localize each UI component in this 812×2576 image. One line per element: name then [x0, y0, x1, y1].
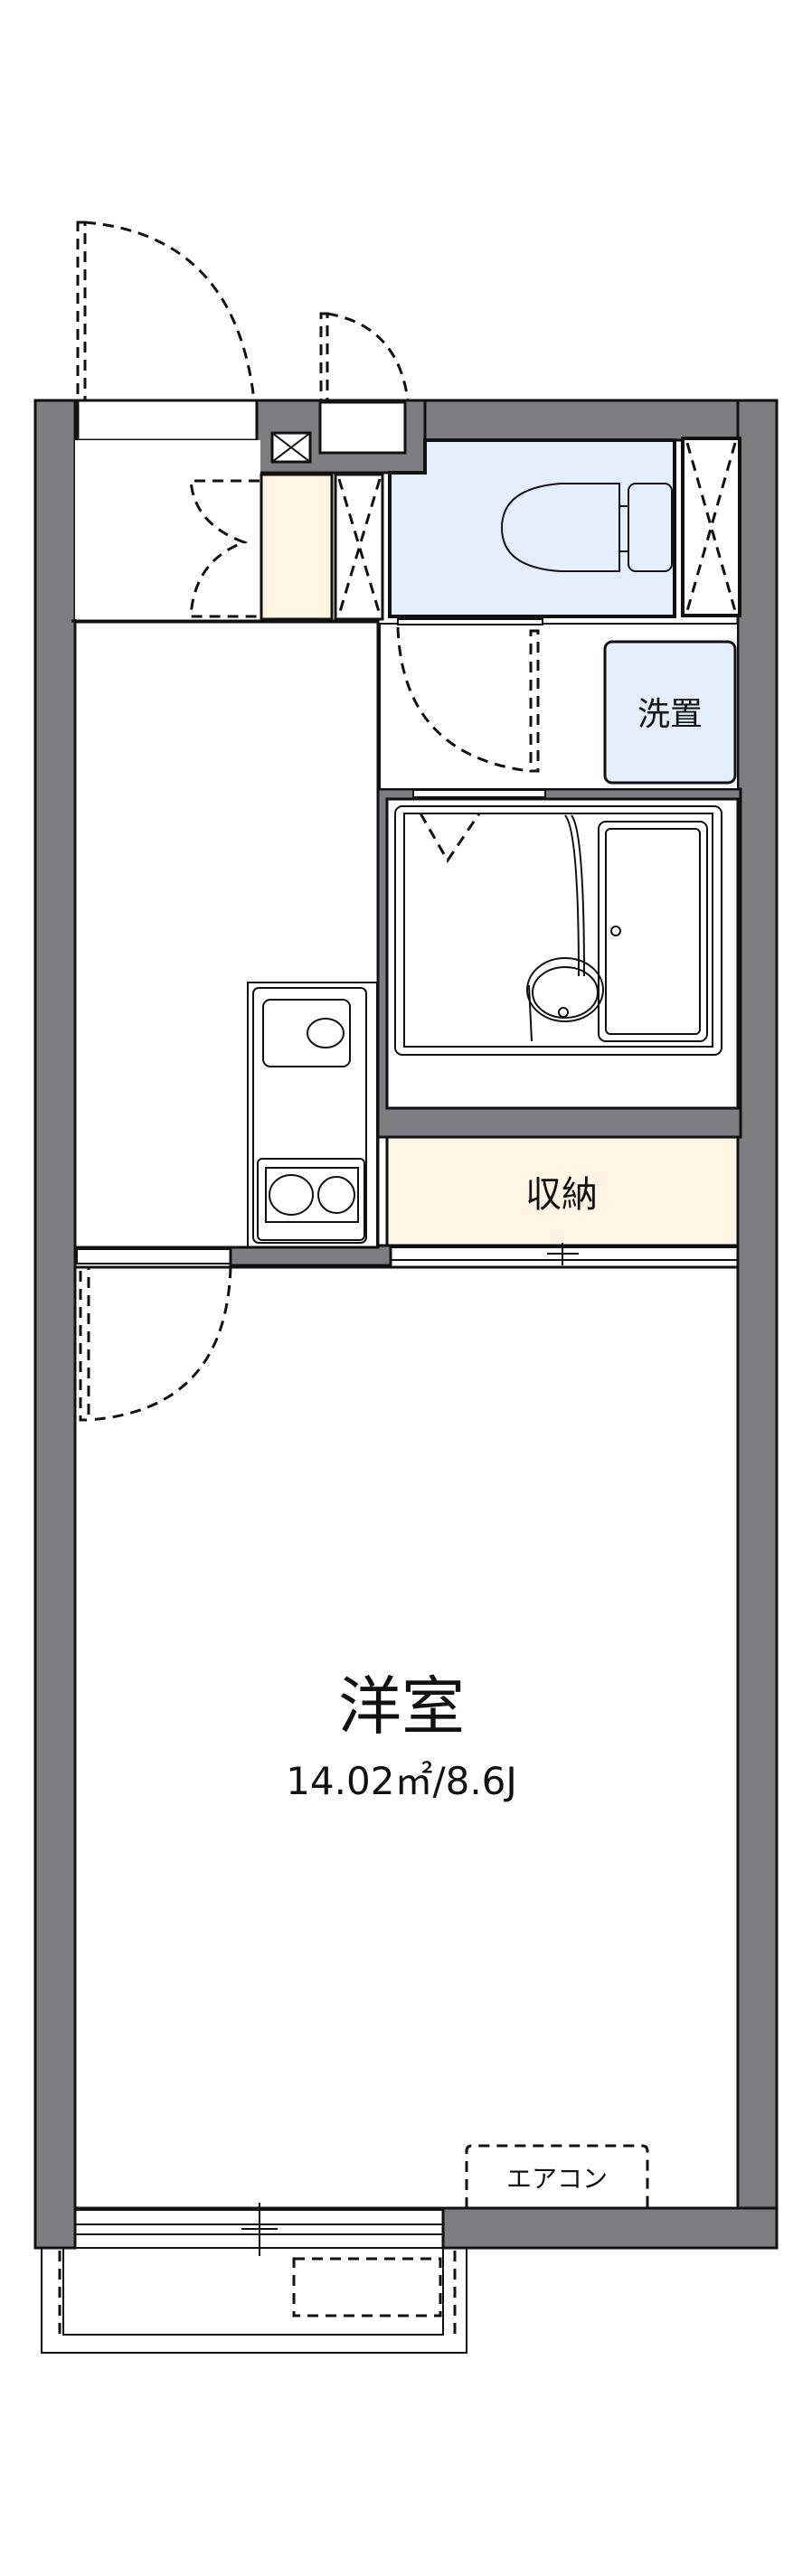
- mailbox-icon: [270, 431, 312, 464]
- toilet-room: [388, 438, 676, 618]
- western-room: [73, 1265, 740, 2210]
- kitchen-area: [73, 620, 380, 1249]
- air-conditioner: エアコン: [465, 2144, 649, 2208]
- pipe-space-right: [681, 437, 741, 617]
- bath-unit: [394, 805, 722, 1056]
- storage-label: 収納: [525, 1174, 598, 1216]
- washroom-door[interactable]: [396, 626, 540, 773]
- meter-box: [318, 400, 407, 455]
- bathroom: [385, 797, 740, 1110]
- toilet-icon: [500, 483, 673, 572]
- balcony: [41, 2248, 467, 2354]
- air-conditioner-label: エアコン: [506, 2164, 608, 2194]
- wash-basin-icon: [526, 957, 604, 1042]
- shoe-cabinet: [260, 473, 334, 621]
- outdoor-unit: [292, 2257, 442, 2317]
- entrance-opening: [76, 399, 259, 442]
- kitchen-counter: [247, 982, 378, 1248]
- room-door[interactable]: [79, 1265, 232, 1422]
- storage: [385, 1135, 740, 1247]
- entrance-door[interactable]: [76, 221, 256, 402]
- stove-icon: [257, 1158, 365, 1241]
- shoe-cabinet-doors[interactable]: [189, 479, 260, 618]
- pipe-space-left: [334, 473, 384, 621]
- entry-hall: [75, 440, 260, 619]
- balcony-window[interactable]: [74, 2203, 444, 2256]
- room-name: 洋室: [338, 1669, 465, 1744]
- sink-icon: [262, 999, 351, 1067]
- storage-sliding-door[interactable]: [390, 1243, 739, 1265]
- washer-space: [603, 640, 737, 785]
- washer-space-label: 洗置: [637, 696, 703, 733]
- room-area: 14.02㎡/8.6J: [286, 1759, 517, 1803]
- bathtub-icon: [598, 821, 708, 1042]
- meter-door[interactable]: [319, 312, 410, 402]
